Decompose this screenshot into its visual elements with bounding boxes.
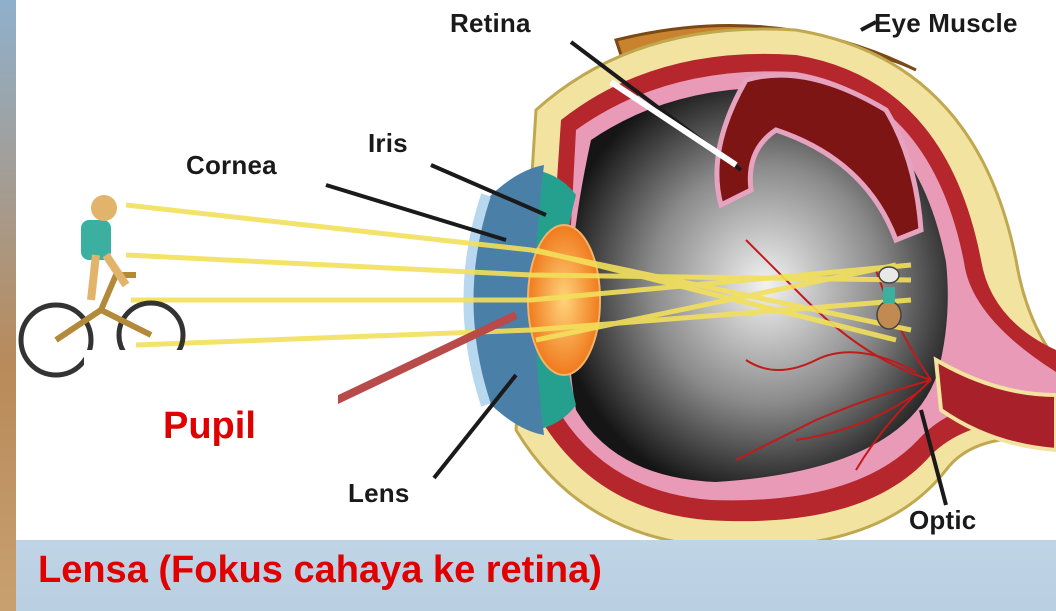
optic-label: Optic [909,505,976,536]
lens-label: Lens [348,478,409,509]
pupil-callout: Pupil [163,405,256,448]
slide-caption: Lensa (Fokus cahaya ke retina) [38,549,602,592]
retina-label: Retina [450,8,531,39]
eye-muscle-label: Eye Muscle [874,8,1018,39]
cornea-label: Cornea [186,150,277,181]
slide-left-frame [0,0,16,611]
cyclist [21,195,183,375]
iris-label: Iris [368,128,408,159]
